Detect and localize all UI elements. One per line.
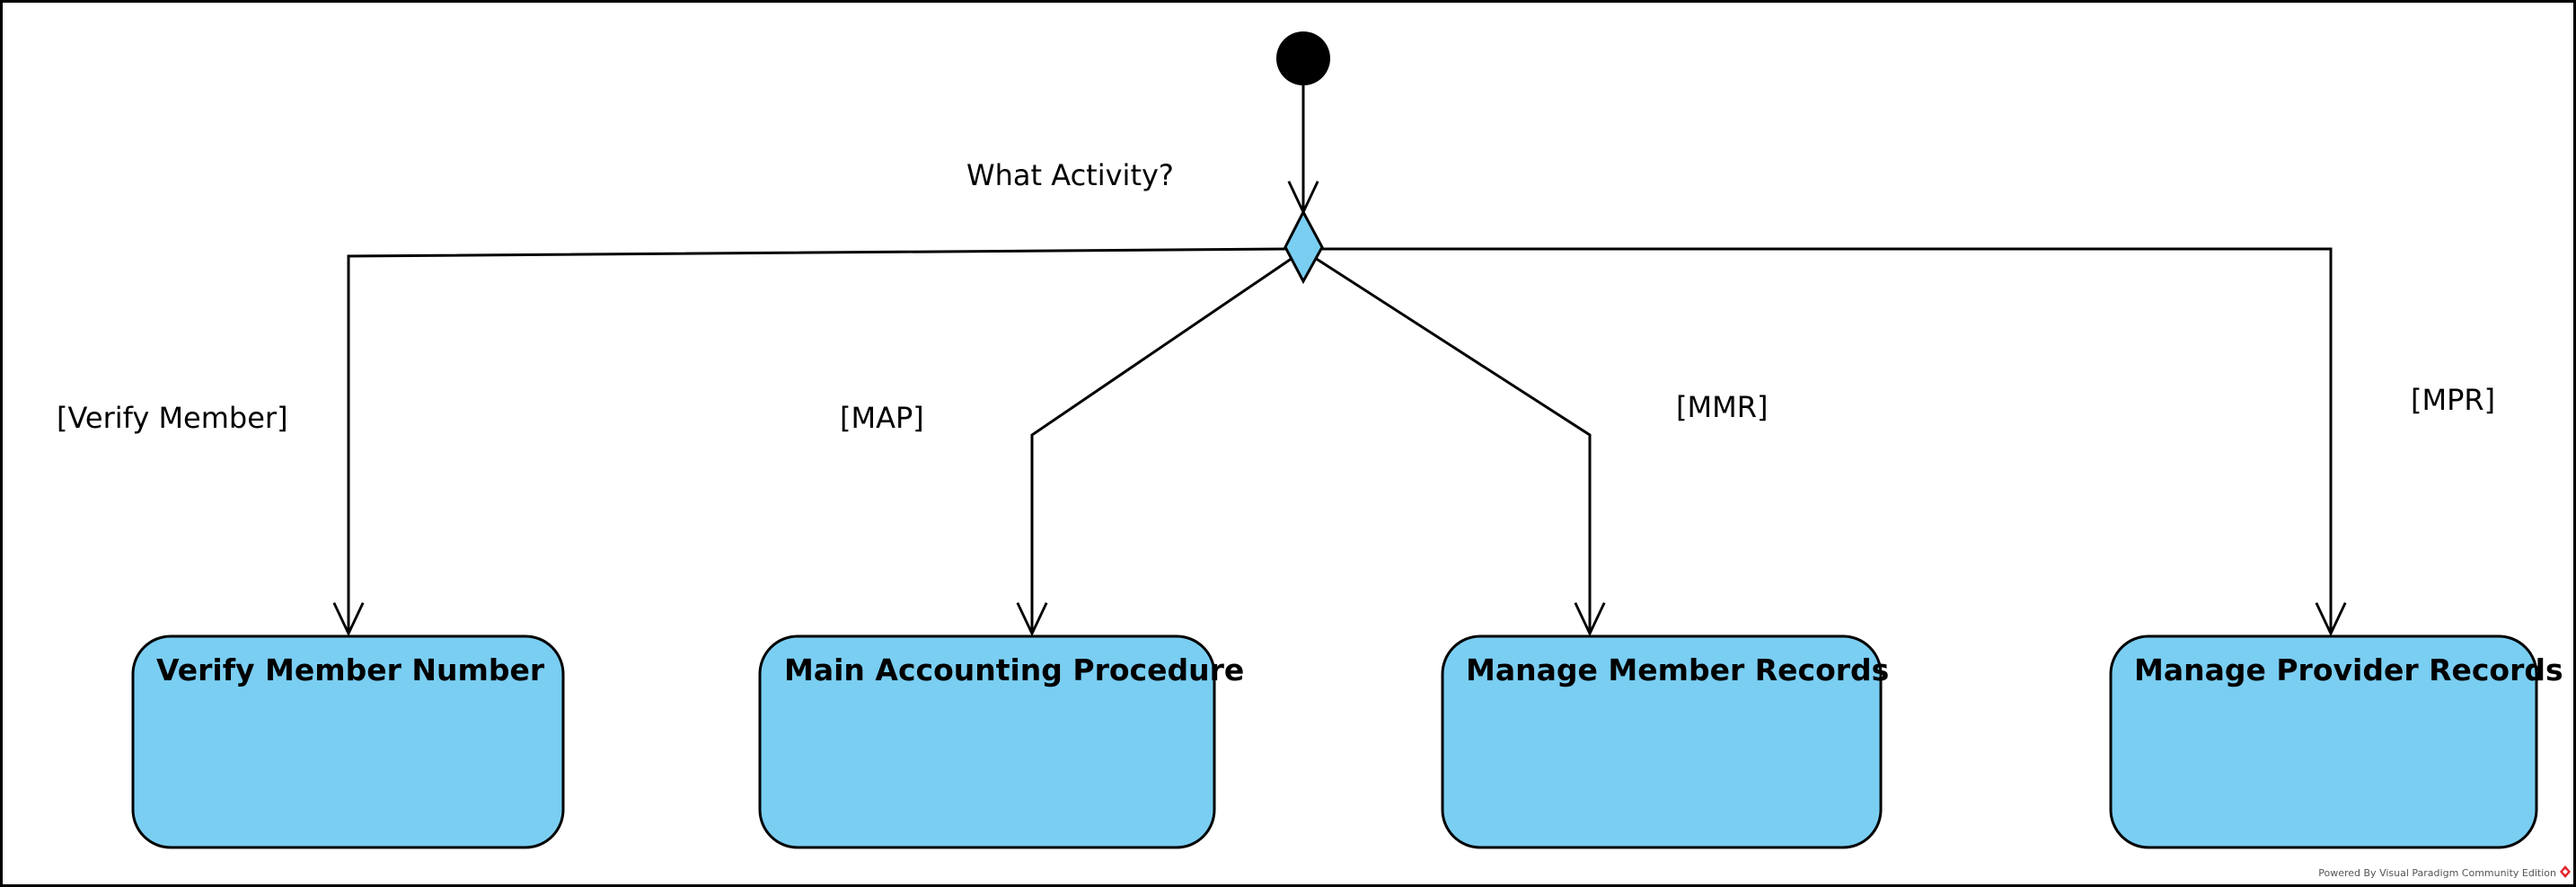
action-box [758,634,1216,849]
flow-to-manage-provider-records[interactable] [1322,247,2331,634]
footer-watermark: Powered By Visual Paradigm Community Edi… [2318,867,2556,879]
guard-map: [MAP] [840,401,924,435]
flow-to-verify-member-number[interactable] [348,247,1287,634]
action-manage-provider-records[interactable]: Manage Provider Records [2109,634,2563,849]
action-verify-member-number[interactable]: Verify Member Number [131,634,565,849]
action-box [2109,634,2538,849]
decision-node[interactable] [1284,208,1324,285]
action-title: Manage Provider Records [2134,652,2563,687]
action-title: Verify Member Number [156,652,545,687]
guard-mpr: [MPR] [2411,383,2495,417]
action-manage-member-records[interactable]: Manage Member Records [1441,634,1889,849]
visual-paradigm-logo-inner [2563,869,2568,874]
action-title: Main Accounting Procedure [784,652,1244,687]
action-title: Manage Member Records [1466,652,1889,687]
guard-verify-member: [Verify Member] [57,401,288,435]
action-box [1441,634,1883,849]
decision-question: What Activity? [966,158,1174,192]
action-box [131,634,565,849]
guard-mmr: [MMR] [1676,390,1768,424]
action-main-accounting-procedure[interactable]: Main Accounting Procedure [758,634,1244,849]
initial-node[interactable] [1276,31,1330,85]
flow-to-main-accounting-procedure[interactable] [1032,256,1293,634]
flow-to-manage-member-records[interactable] [1314,256,1590,634]
